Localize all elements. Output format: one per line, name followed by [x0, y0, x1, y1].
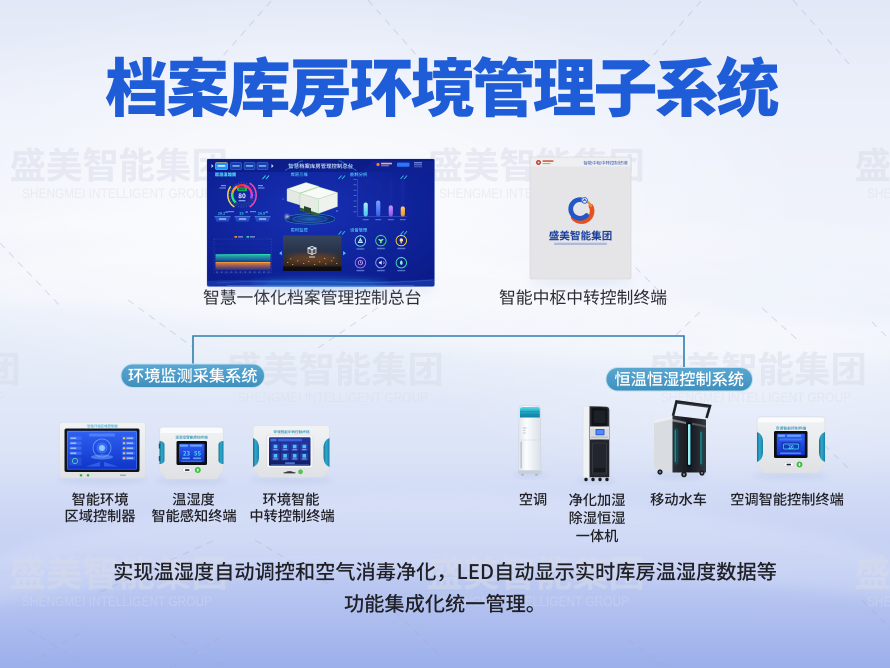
svg-text:SHENGMEI INTELLIGENT GROUP: SHENGMEI INTELLIGENT GROUP	[22, 594, 212, 609]
svg-text:SHENGMEI INTELLIGENT GROUP: SHENGMEI INTELLIGENT GROUP	[439, 594, 629, 609]
svg-text:SHENGMEI INTELLIGENT GROUP: SHENGMEI INTELLIGENT GROUP	[22, 186, 212, 201]
svg-text:SHENGMEI INTELLIGENT GROUP: SHENGMEI INTELLIGENT GROUP	[661, 390, 851, 405]
svg-text:SHENGMEI INTELLIGENT GROUP: SHENGMEI INTELLIGENT GROUP	[867, 186, 890, 201]
svg-text:SHENGMEI INTELLIGENT GROUP: SHENGMEI INTELLIGENT GROUP	[0, 390, 5, 405]
svg-text:SHENGMEI INTELLIGENT GROUP: SHENGMEI INTELLIGENT GROUP	[867, 594, 890, 609]
svg-text:SHENGMEI INTELLIGENT GROUP: SHENGMEI INTELLIGENT GROUP	[439, 186, 629, 201]
svg-text:SHENGMEI INTELLIGENT GROUP: SHENGMEI INTELLIGENT GROUP	[238, 390, 428, 405]
